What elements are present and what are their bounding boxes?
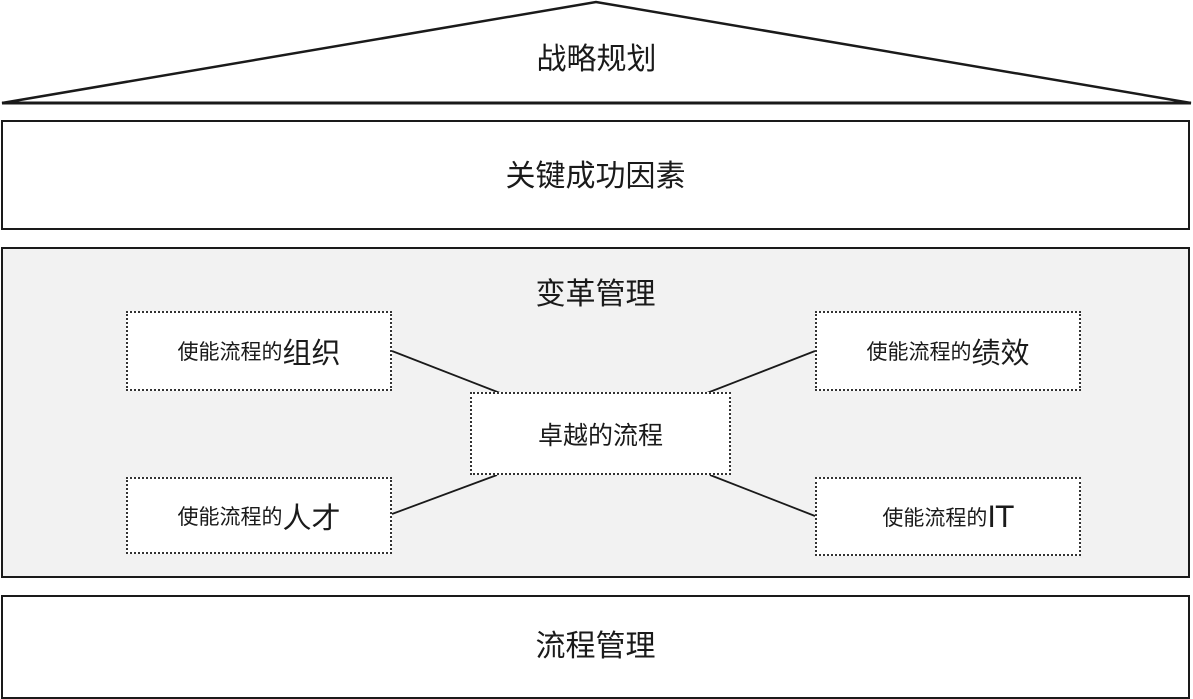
connector-it (709, 474, 816, 517)
connector-talent (391, 474, 498, 515)
change-management-label: 变革管理 (535, 277, 656, 312)
enabling-talent-box: 使能流程的人才 (126, 477, 392, 554)
box-suffix: IT (987, 499, 1014, 534)
key-success-factors-label: 关键成功因素 (505, 159, 686, 194)
key-success-factors-band: 关键成功因素 (1, 120, 1190, 230)
box-prefix: 使能流程的 (177, 504, 283, 529)
connector-perf (706, 350, 816, 394)
box-suffix: 绩效 (971, 336, 1030, 370)
strategy-planning-label: 战略规划 (536, 42, 657, 77)
process-management-band: 流程管理 (1, 595, 1190, 699)
connector-org (391, 350, 501, 394)
excellent-process-box: 卓越的流程 (470, 392, 731, 475)
enabling-organization-box: 使能流程的组织 (126, 311, 392, 391)
box-prefix: 使能流程的 (866, 340, 972, 364)
box-suffix: 组织 (282, 336, 341, 370)
box-prefix: 使能流程的 (177, 340, 283, 364)
box-suffix: 人才 (282, 500, 341, 535)
box-prefix: 使能流程的 (882, 505, 988, 530)
enabling-performance-box: 使能流程的绩效 (815, 311, 1081, 391)
process-management-label: 流程管理 (535, 629, 656, 664)
roof-triangle (1, 0, 1192, 105)
